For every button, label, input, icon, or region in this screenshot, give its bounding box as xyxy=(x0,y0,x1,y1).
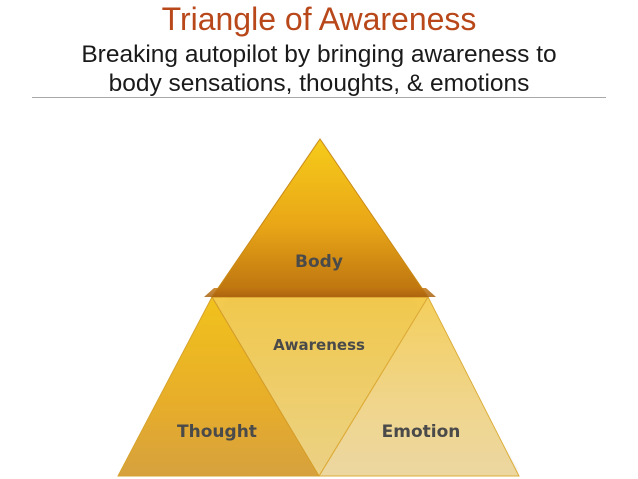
slide-subtitle: Breaking autopilot by bringing awareness… xyxy=(0,40,638,98)
body-label: Body xyxy=(295,252,343,272)
subtitle-line-1: Breaking autopilot by bringing awareness… xyxy=(81,41,557,68)
center-right-edge xyxy=(318,296,429,477)
slide-title: Triangle of Awareness xyxy=(161,1,477,37)
awareness-label: Awareness xyxy=(273,336,365,354)
thought-label: Thought xyxy=(177,422,257,442)
title-divider xyxy=(32,97,606,98)
body-triangle-base-shade xyxy=(204,288,436,297)
body-triangle xyxy=(211,138,429,298)
center-left-edge xyxy=(211,296,320,477)
emotion-label: Emotion xyxy=(382,422,461,442)
subtitle-line-2: body sensations, thoughts, & emotions xyxy=(108,70,530,97)
